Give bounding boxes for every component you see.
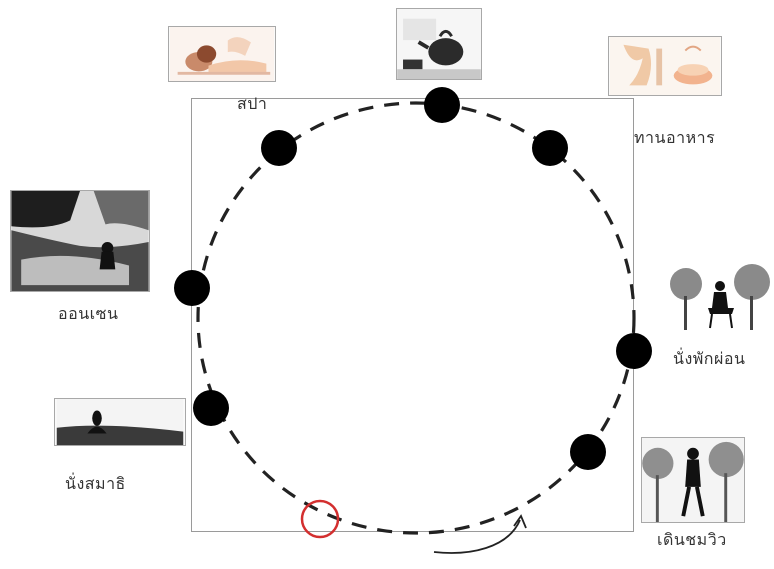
node-top-right[interactable] — [532, 130, 568, 166]
direction-arrow-head — [513, 514, 527, 529]
teapot-icon — [396, 8, 482, 80]
dashed-circle-path — [196, 101, 636, 535]
onsen-icon — [10, 190, 150, 292]
label-eat: ทานอาหาร — [634, 128, 716, 147]
walk-icon — [641, 437, 745, 523]
node-top-left[interactable] — [261, 130, 297, 166]
food-icon — [608, 36, 722, 96]
label-onsen: ออนเซน — [58, 304, 119, 323]
start-marker[interactable] — [300, 499, 340, 539]
sit-rest-icon — [668, 262, 772, 332]
meditate-icon — [54, 398, 186, 446]
label-spa: สปา — [237, 94, 268, 113]
spa-massage-icon — [168, 26, 276, 82]
node-bottom-right[interactable] — [570, 434, 606, 470]
label-sit-rest: นั่งพักผ่อน — [673, 349, 746, 368]
direction-arrow — [433, 519, 521, 554]
node-left[interactable] — [174, 270, 210, 306]
node-top[interactable] — [424, 87, 460, 123]
node-right[interactable] — [616, 333, 652, 369]
label-meditate: นั่งสมาธิ — [65, 474, 126, 493]
label-walk: เดินชมวิว — [657, 530, 727, 549]
node-bottom-left[interactable] — [193, 390, 229, 426]
